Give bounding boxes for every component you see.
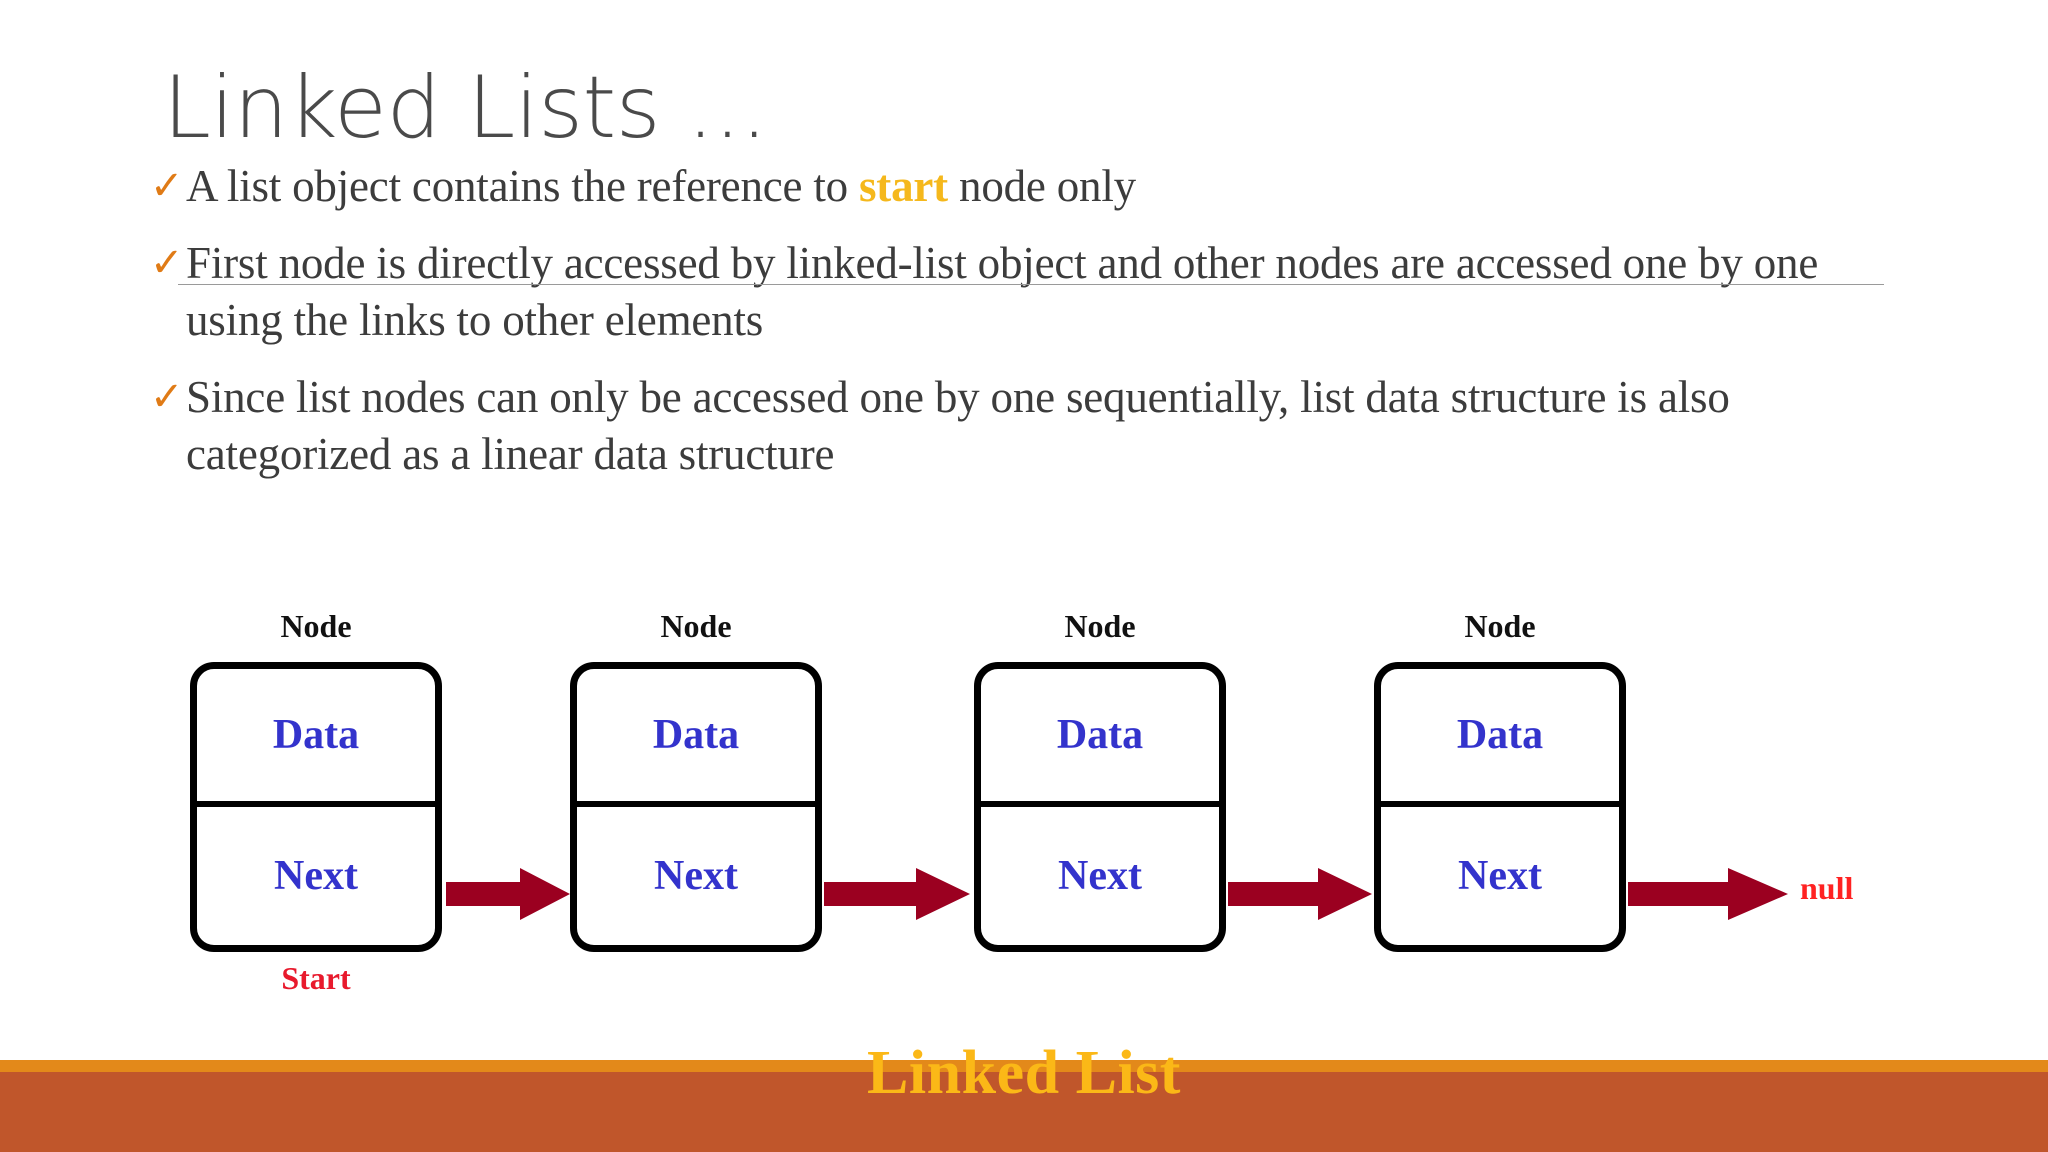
banner-body <box>0 1072 2048 1152</box>
bullet-text: Since list nodes can only be accessed on… <box>186 372 1730 479</box>
checkmark-icon: ✓ <box>150 163 184 209</box>
bullet-text-after: node only <box>947 161 1136 211</box>
keyword-start: start <box>859 161 948 211</box>
link-arrow <box>1228 862 1372 926</box>
node-next-cell: Next <box>274 853 358 899</box>
node-data-cell: Data <box>981 669 1219 807</box>
list-node: Data Next <box>1374 662 1626 952</box>
node-next-cell: Next <box>1058 853 1142 899</box>
horizontal-rule <box>178 284 1884 285</box>
arrow-right-icon <box>1228 868 1372 920</box>
bullet-text-before: A list object contains the reference to <box>186 161 859 211</box>
node-caption: Node <box>280 608 352 644</box>
checkmark-icon: ✓ <box>150 240 184 286</box>
node-caption: Node <box>1464 608 1536 644</box>
node-data-cell: Data <box>1381 669 1619 807</box>
start-label: Start <box>281 960 351 996</box>
node-data-cell: Data <box>197 669 435 807</box>
node-data-cell: Data <box>577 669 815 807</box>
node-next-cell: Next <box>1458 853 1542 899</box>
arrow-right-icon <box>824 868 970 920</box>
link-arrow-null <box>1628 862 1788 926</box>
linked-list-diagram: Node Data Next Start Node Data Next Node… <box>0 600 2048 1040</box>
checkmark-icon: ✓ <box>150 374 184 420</box>
list-node: Data Next <box>974 662 1226 952</box>
arrow-right-icon <box>446 868 570 920</box>
list-node: Data Next <box>190 662 442 952</box>
bullet-text: First node is directly accessed by linke… <box>186 238 1819 345</box>
banner-caption: Linked List <box>867 1039 1181 1107</box>
link-arrow <box>446 862 570 926</box>
list-node: Data Next <box>570 662 822 952</box>
node-caption: Node <box>660 608 732 644</box>
bullet-text: A list object contains the reference to … <box>186 158 1890 215</box>
link-arrow <box>824 862 970 926</box>
bullet-list: ✓ A list object contains the reference t… <box>150 158 1890 503</box>
null-label: null <box>1800 870 1854 906</box>
footer-banner: Linked List <box>0 1039 2048 1152</box>
node-next-cell: Next <box>654 853 738 899</box>
banner-accent-strip <box>0 1060 2048 1072</box>
list-item: ✓ Since list nodes can only be accessed … <box>150 369 1890 483</box>
page-title: Linked Lists ... <box>163 58 768 158</box>
list-item: ✓ A list object contains the reference t… <box>150 158 1890 215</box>
arrow-right-icon <box>1628 868 1788 920</box>
node-caption: Node <box>1064 608 1136 644</box>
list-item: ✓ First node is directly accessed by lin… <box>150 235 1890 349</box>
